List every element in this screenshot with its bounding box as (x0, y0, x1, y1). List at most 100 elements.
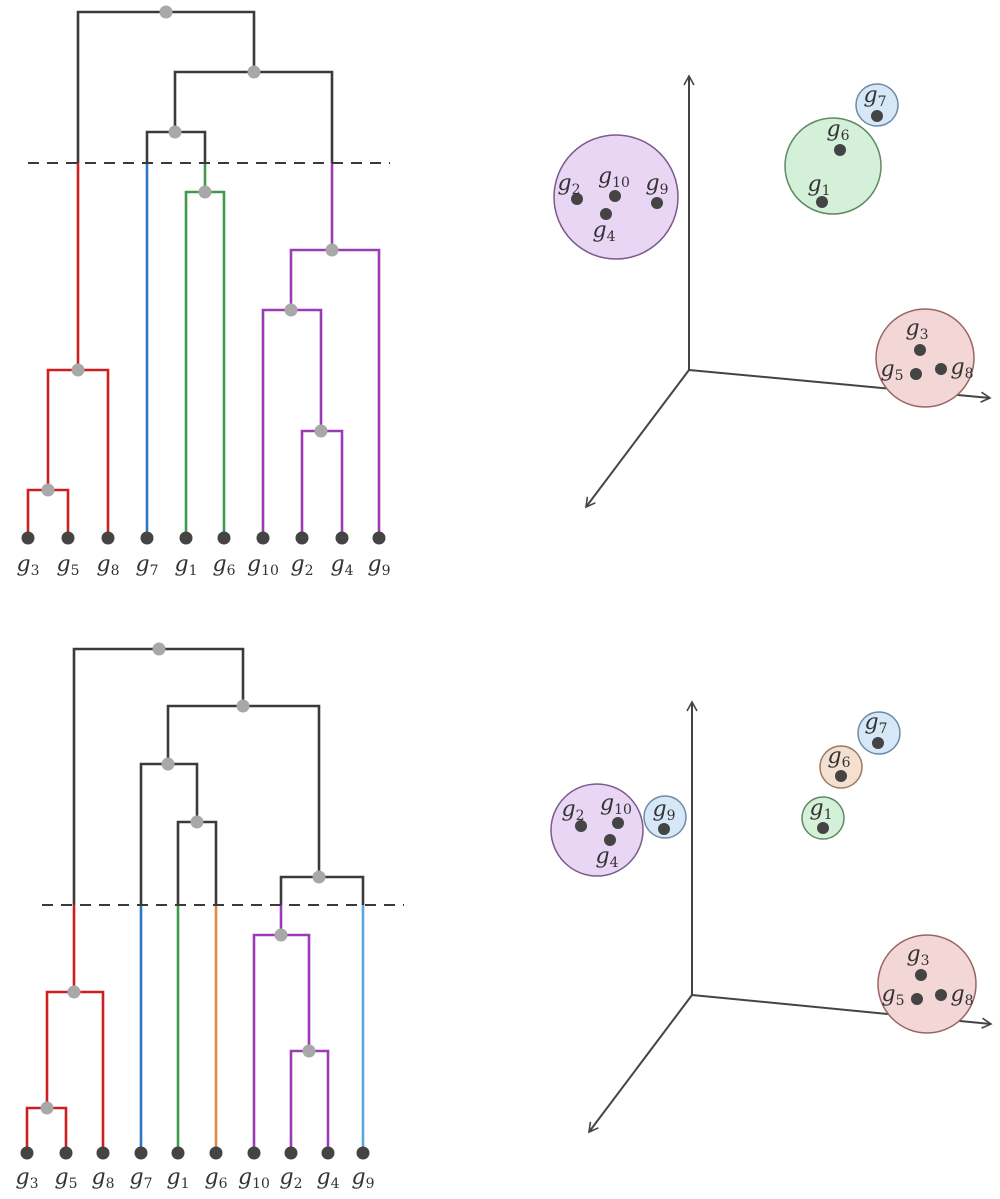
leaf-node (295, 531, 309, 545)
merge-node (152, 642, 166, 656)
point (915, 969, 927, 981)
leaf-label: g4 (330, 552, 353, 579)
branch-purple (289, 248, 381, 538)
dendrogram-top: g3 g5 g8 g7 g1 g6 g10 g2 g4 g9 (16, 5, 391, 579)
point-label: g10 (600, 791, 632, 818)
point-label: g4 (592, 218, 615, 245)
merge-node (41, 483, 55, 497)
leaf-label: g10 (247, 552, 279, 579)
merge-node (159, 5, 173, 19)
point (571, 193, 583, 205)
leaf-label: g1 (174, 552, 197, 579)
leaf-label: g5 (56, 552, 79, 579)
branch-green (184, 190, 226, 538)
point-label: g2 (561, 797, 584, 824)
point (834, 144, 846, 156)
cluster-sphere (550, 783, 644, 877)
merge-node (190, 815, 204, 829)
branch (173, 70, 334, 163)
axis-depth (588, 994, 693, 1134)
cluster-sphere (784, 117, 882, 215)
point (651, 197, 663, 209)
point (658, 823, 670, 835)
branch-purple (300, 429, 344, 538)
point-label: g8 (950, 982, 973, 1009)
point (604, 834, 616, 846)
branch-purple (289, 1049, 330, 1153)
cluster-sphere (643, 795, 687, 839)
leaf-node (96, 1146, 110, 1160)
point-label: g9 (645, 171, 668, 198)
branch-red (26, 488, 70, 538)
point (600, 208, 612, 220)
point-label: g6 (827, 744, 850, 771)
branch-purple (252, 933, 311, 1153)
merge-node (71, 363, 85, 377)
leaf-label: g3 (16, 552, 39, 579)
leaf-node (59, 1146, 73, 1160)
leaf-node (356, 1146, 370, 1160)
leaf-node (321, 1146, 335, 1160)
leaf-label: g3 (15, 1165, 38, 1192)
branch (176, 820, 218, 905)
point-label: g8 (950, 355, 973, 382)
branch (166, 704, 321, 877)
point-label: g3 (905, 316, 928, 343)
leaf-node (217, 531, 231, 545)
cluster-sphere (875, 308, 975, 408)
cluster-sphere (855, 83, 899, 127)
merge-node (236, 699, 250, 713)
point-label: g3 (906, 942, 929, 969)
point-label: g9 (652, 797, 675, 824)
merge-node (40, 1101, 54, 1115)
leaf-label: g7 (129, 1165, 152, 1192)
point (910, 368, 922, 380)
leaf-label: g8 (96, 552, 119, 579)
merge-node (284, 303, 298, 317)
leaf-node (335, 531, 349, 545)
merge-node (198, 185, 212, 199)
branch (139, 762, 199, 905)
cluster-sphere (801, 796, 845, 840)
cluster-space-top: g2 g10 g9 g4 g6 g1 g7 g3 g5 g8 (553, 74, 992, 509)
merge-node (161, 757, 175, 771)
point (911, 993, 923, 1005)
leaf-label: g1 (166, 1165, 189, 1192)
leaf-label: g2 (279, 1165, 302, 1192)
point-label: g1 (809, 796, 832, 823)
branch (76, 10, 256, 163)
branch-red (25, 1106, 68, 1153)
point-label: g6 (826, 117, 849, 144)
point (872, 737, 884, 749)
leaf-node (284, 1146, 298, 1160)
axis-depth (585, 369, 690, 509)
leaf-node (21, 531, 35, 545)
leaf-node (20, 1146, 34, 1160)
leaf-node (209, 1146, 223, 1160)
point-label: g1 (807, 172, 830, 199)
merge-node (312, 870, 326, 884)
leaf-node (247, 1146, 261, 1160)
point-label: g5 (881, 982, 904, 1009)
merge-node (67, 985, 81, 999)
leaf-node (372, 531, 386, 545)
point (609, 190, 621, 202)
merge-node (302, 1044, 316, 1058)
point-label: g7 (863, 83, 886, 110)
point (817, 822, 829, 834)
leaf-label: g9 (351, 1165, 374, 1192)
leaf-node (101, 531, 115, 545)
leaf-node (134, 1146, 148, 1160)
merge-node (274, 928, 288, 942)
point (935, 363, 947, 375)
point (914, 344, 926, 356)
leaf-label: g7 (135, 552, 158, 579)
leaf-label: g2 (290, 552, 313, 579)
merge-node (314, 424, 328, 438)
point (575, 820, 587, 832)
cluster-sphere (877, 934, 977, 1034)
leaf-label: g5 (54, 1165, 77, 1192)
point (935, 989, 947, 1001)
leaf-label: g6 (212, 552, 235, 579)
